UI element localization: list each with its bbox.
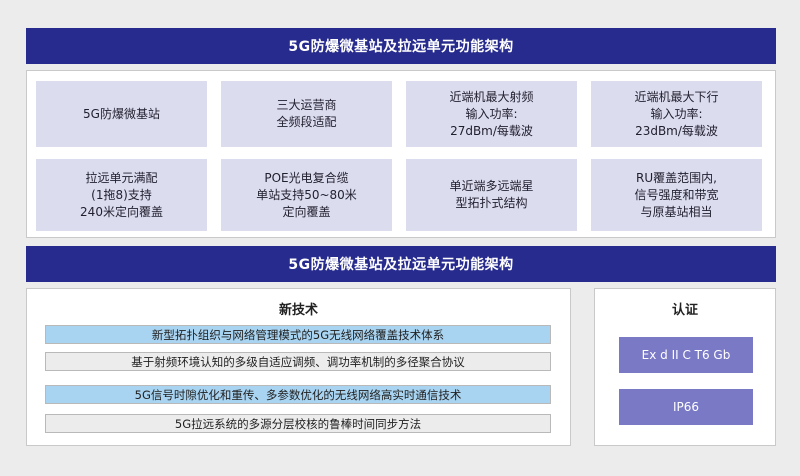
tech-item: 5G信号时隙优化和重传、多参数优化的无线网络高实时通信技术 — [45, 385, 551, 404]
feature-cell: 近端机最大下行 输入功率: 23dBm/每载波 — [591, 81, 762, 147]
feature-cell: 三大运营商 全频段适配 — [221, 81, 392, 147]
feature-cell: 拉远单元满配 (1拖8)支持 240米定向覆盖 — [36, 159, 207, 231]
tech-item: 新型拓扑组织与网络管理模式的5G无线网络覆盖技术体系 — [45, 325, 551, 344]
feature-cell: 单近端多远端星 型拓扑式结构 — [406, 159, 577, 231]
feature-cell: 5G防爆微基站 — [36, 81, 207, 147]
certification-title: 认证 — [671, 303, 698, 318]
feature-cell: POE光电复合缆 单站支持50~80米 定向覆盖 — [221, 159, 392, 231]
new-tech-title: 新技术 — [278, 303, 318, 318]
tech-item: 5G拉远系统的多源分层校核的鲁棒时间同步方法 — [45, 414, 551, 433]
feature-cell: RU覆盖范围内, 信号强度和带宽 与原基站相当 — [591, 159, 762, 231]
cert-badge-explosion-proof: Ex d II C T6 Gb — [619, 337, 753, 373]
cert-badge-ip66: IP66 — [619, 389, 753, 425]
feature-cell: 近端机最大射频 输入功率: 27dBm/每载波 — [406, 81, 577, 147]
new-tech-panel: 新技术 新型拓扑组织与网络管理模式的5G无线网络覆盖技术体系 基于射频环境认知的… — [26, 288, 571, 446]
certification-panel: 认证 Ex d II C T6 Gb IP66 — [594, 288, 776, 446]
tech-item: 基于射频环境认知的多级自适应调频、调功率机制的多径聚合协议 — [45, 352, 551, 371]
features-panel: 5G防爆微基站 三大运营商 全频段适配 近端机最大射频 输入功率: 27dBm/… — [26, 70, 776, 238]
architecture-banner-middle: 5G防爆微基站及拉远单元功能架构 — [26, 246, 776, 282]
architecture-banner-top: 5G防爆微基站及拉远单元功能架构 — [26, 28, 776, 64]
